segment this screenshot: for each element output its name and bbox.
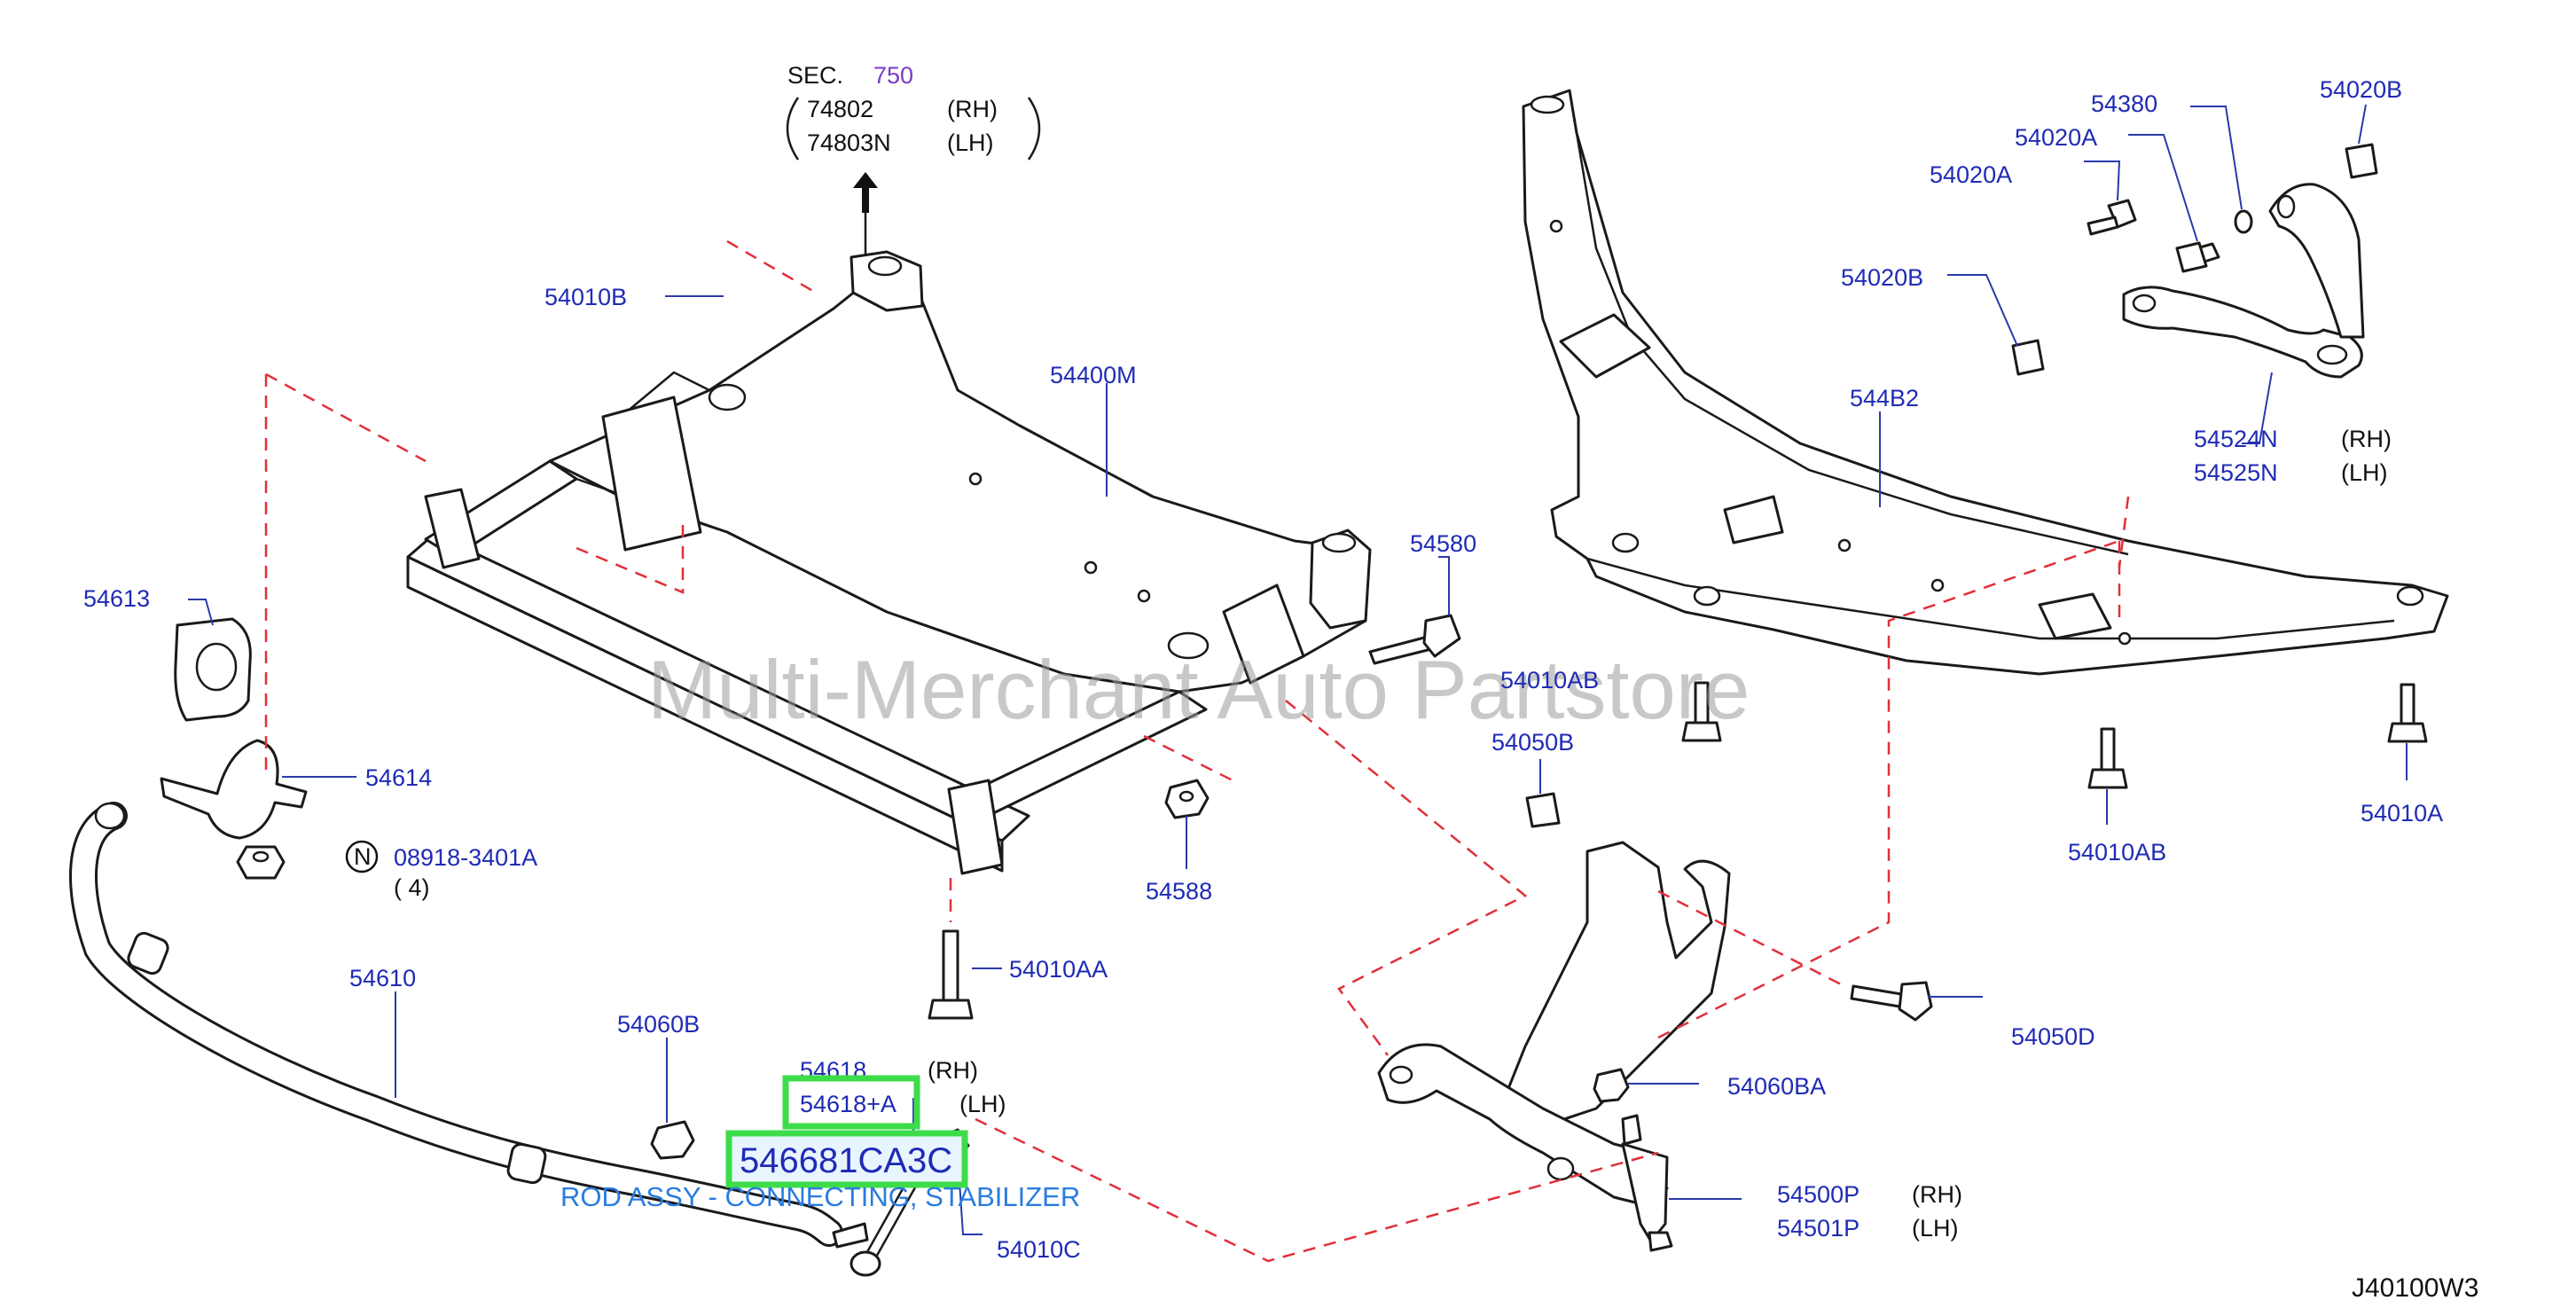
label-54010A[interactable]: 54010A	[2361, 800, 2443, 826]
upper-link-54524N[interactable]	[2122, 183, 2365, 379]
bolt-54010AB-1[interactable]	[1681, 681, 1722, 742]
label-54618-rh: (RH)	[928, 1057, 978, 1084]
label-54010AB-1[interactable]: 54010AB	[1500, 667, 1599, 693]
label-54020A-2[interactable]: 54020A	[1930, 161, 2012, 188]
stabilizer-bar-54610[interactable]	[69, 802, 843, 1247]
bolt-54010A[interactable]	[2387, 683, 2428, 743]
bolt-54020A-2[interactable]	[2175, 241, 2220, 273]
label-54020B-top[interactable]: 54020B	[2320, 76, 2402, 103]
sec-part-1: 74802	[807, 96, 873, 122]
label-54050B[interactable]: 54050B	[1492, 729, 1574, 756]
mount-hole-left	[867, 255, 903, 277]
bracket-54614[interactable]	[160, 739, 308, 840]
label-54500P-rh: (RH)	[1912, 1181, 1962, 1208]
label-54580[interactable]: 54580	[1410, 530, 1476, 557]
highlight-description: ROD ASSY - CONNECTING, STABILIZER	[560, 1181, 1080, 1212]
member-544B2[interactable]	[1522, 89, 2449, 676]
label-54614[interactable]: 54614	[365, 764, 432, 791]
highlighted-part-callout[interactable]: 54618+A 546681CA3C ROD ASSY - CONNECTING…	[560, 1075, 1080, 1212]
label-54020B-mid[interactable]: 54020B	[1841, 264, 1923, 291]
part-labels: 54010B 54400M 54613 54614 N 08918-3401A …	[83, 76, 2443, 1263]
highlight-box-part-number	[725, 1130, 968, 1188]
bar-end-left	[94, 802, 126, 830]
label-54380[interactable]: 54380	[2091, 90, 2157, 117]
member-hole-4	[1084, 560, 1098, 575]
label-54524N-rh: (RH)	[2341, 426, 2392, 452]
section-number-link[interactable]: 750	[873, 62, 913, 89]
bushing-54020B-top[interactable]	[2345, 143, 2378, 179]
label-54010AA[interactable]: 54010AA	[1009, 956, 1108, 983]
label-54010AB-2[interactable]: 54010AB	[2068, 839, 2166, 866]
label-08918-3401A[interactable]: 08918-3401A	[394, 844, 537, 871]
bolt-54020A-1[interactable]	[2087, 199, 2137, 236]
mount-hole-right	[1321, 532, 1357, 553]
highlight-box-54618A	[782, 1075, 920, 1130]
label-54050D[interactable]: 54050D	[2011, 1023, 2095, 1050]
label-54010C[interactable]: 54010C	[997, 1236, 1081, 1263]
washer-54380[interactable]	[2234, 209, 2253, 234]
member-hole-2	[1167, 631, 1210, 660]
n-symbol-letter: N	[354, 843, 372, 870]
label-54400M[interactable]: 54400M	[1050, 362, 1137, 388]
section-prefix: SEC.	[787, 62, 843, 89]
bushing-54613[interactable]	[174, 617, 252, 722]
sec-side-1: (RH)	[947, 96, 998, 122]
label-54610[interactable]: 54610	[349, 965, 416, 991]
nut-54060BA[interactable]	[1593, 1068, 1630, 1103]
member-hole-5	[1137, 589, 1151, 603]
bushing-54020B-mid[interactable]	[2011, 339, 2045, 376]
crossmember-54400M[interactable]	[406, 250, 1372, 875]
member-mount-tower-right	[1309, 529, 1372, 630]
bar-bushing-band-right	[506, 1142, 547, 1185]
label-54020A-1[interactable]: 54020A	[2015, 124, 2097, 151]
nut-54060B[interactable]	[650, 1120, 695, 1160]
label-54618A[interactable]: 54618+A	[800, 1091, 897, 1117]
front-rail-top	[406, 532, 1030, 842]
left-paren	[786, 97, 800, 161]
label-54500P[interactable]: 54500P	[1777, 1181, 1860, 1208]
left-bracket-edge	[620, 371, 710, 418]
label-54524N[interactable]: 54524N	[2194, 426, 2278, 452]
sec-side-2: (LH)	[947, 129, 994, 156]
nut-54588[interactable]	[1164, 779, 1210, 819]
label-54588[interactable]: 54588	[1146, 878, 1212, 905]
lower-arm-54500P[interactable]	[1377, 841, 1731, 1252]
section-reference: SEC. 750 74802 (RH) 74803N (LH)	[786, 62, 1041, 255]
label-54501P[interactable]: 54501P	[1777, 1215, 1860, 1242]
label-54525N[interactable]: 54525N	[2194, 459, 2278, 486]
alignment-dashes	[264, 239, 2130, 1263]
label-54010B[interactable]: 54010B	[544, 284, 627, 310]
bolt-54580[interactable]	[1368, 614, 1461, 665]
label-54501P-lh: (LH)	[1912, 1215, 1959, 1242]
bolt-54050D[interactable]	[1850, 981, 1933, 1022]
label-qty: ( 4)	[394, 874, 430, 901]
highlight-part-number[interactable]: 546681CA3C	[740, 1141, 952, 1180]
flange-nut-08918[interactable]	[236, 845, 286, 880]
diagram-code: J40100W3	[2352, 1273, 2478, 1303]
member-hole-1	[708, 383, 747, 411]
member-hole-3	[968, 472, 983, 486]
label-54613[interactable]: 54613	[83, 585, 150, 612]
right-bracket	[1222, 584, 1305, 685]
bushing-54050B[interactable]	[1525, 792, 1561, 828]
left-post	[424, 488, 481, 569]
bar-fill	[71, 804, 841, 1244]
bolt-54010AB-2[interactable]	[2087, 727, 2128, 789]
left-bracket	[601, 396, 702, 552]
n-symbol-icon	[345, 840, 379, 873]
label-544B2[interactable]: 544B2	[1850, 385, 1919, 411]
section-arrow-icon	[853, 172, 878, 213]
leader-lines	[188, 104, 2408, 1235]
label-54618A-lh: (LH)	[959, 1091, 1006, 1117]
sec-part-2: 74803N	[807, 129, 891, 156]
label-54060B[interactable]: 54060B	[617, 1011, 700, 1038]
bolt-54010AA[interactable]	[928, 929, 974, 1020]
label-54060BA[interactable]: 54060BA	[1727, 1073, 1826, 1100]
right-paren	[1027, 97, 1041, 161]
right-post	[947, 779, 1004, 875]
label-54525N-lh: (LH)	[2341, 459, 2388, 486]
watermark-text: Multi-Merchant Auto Partstore	[647, 643, 1750, 736]
bar-bushing-band-left	[127, 931, 169, 975]
